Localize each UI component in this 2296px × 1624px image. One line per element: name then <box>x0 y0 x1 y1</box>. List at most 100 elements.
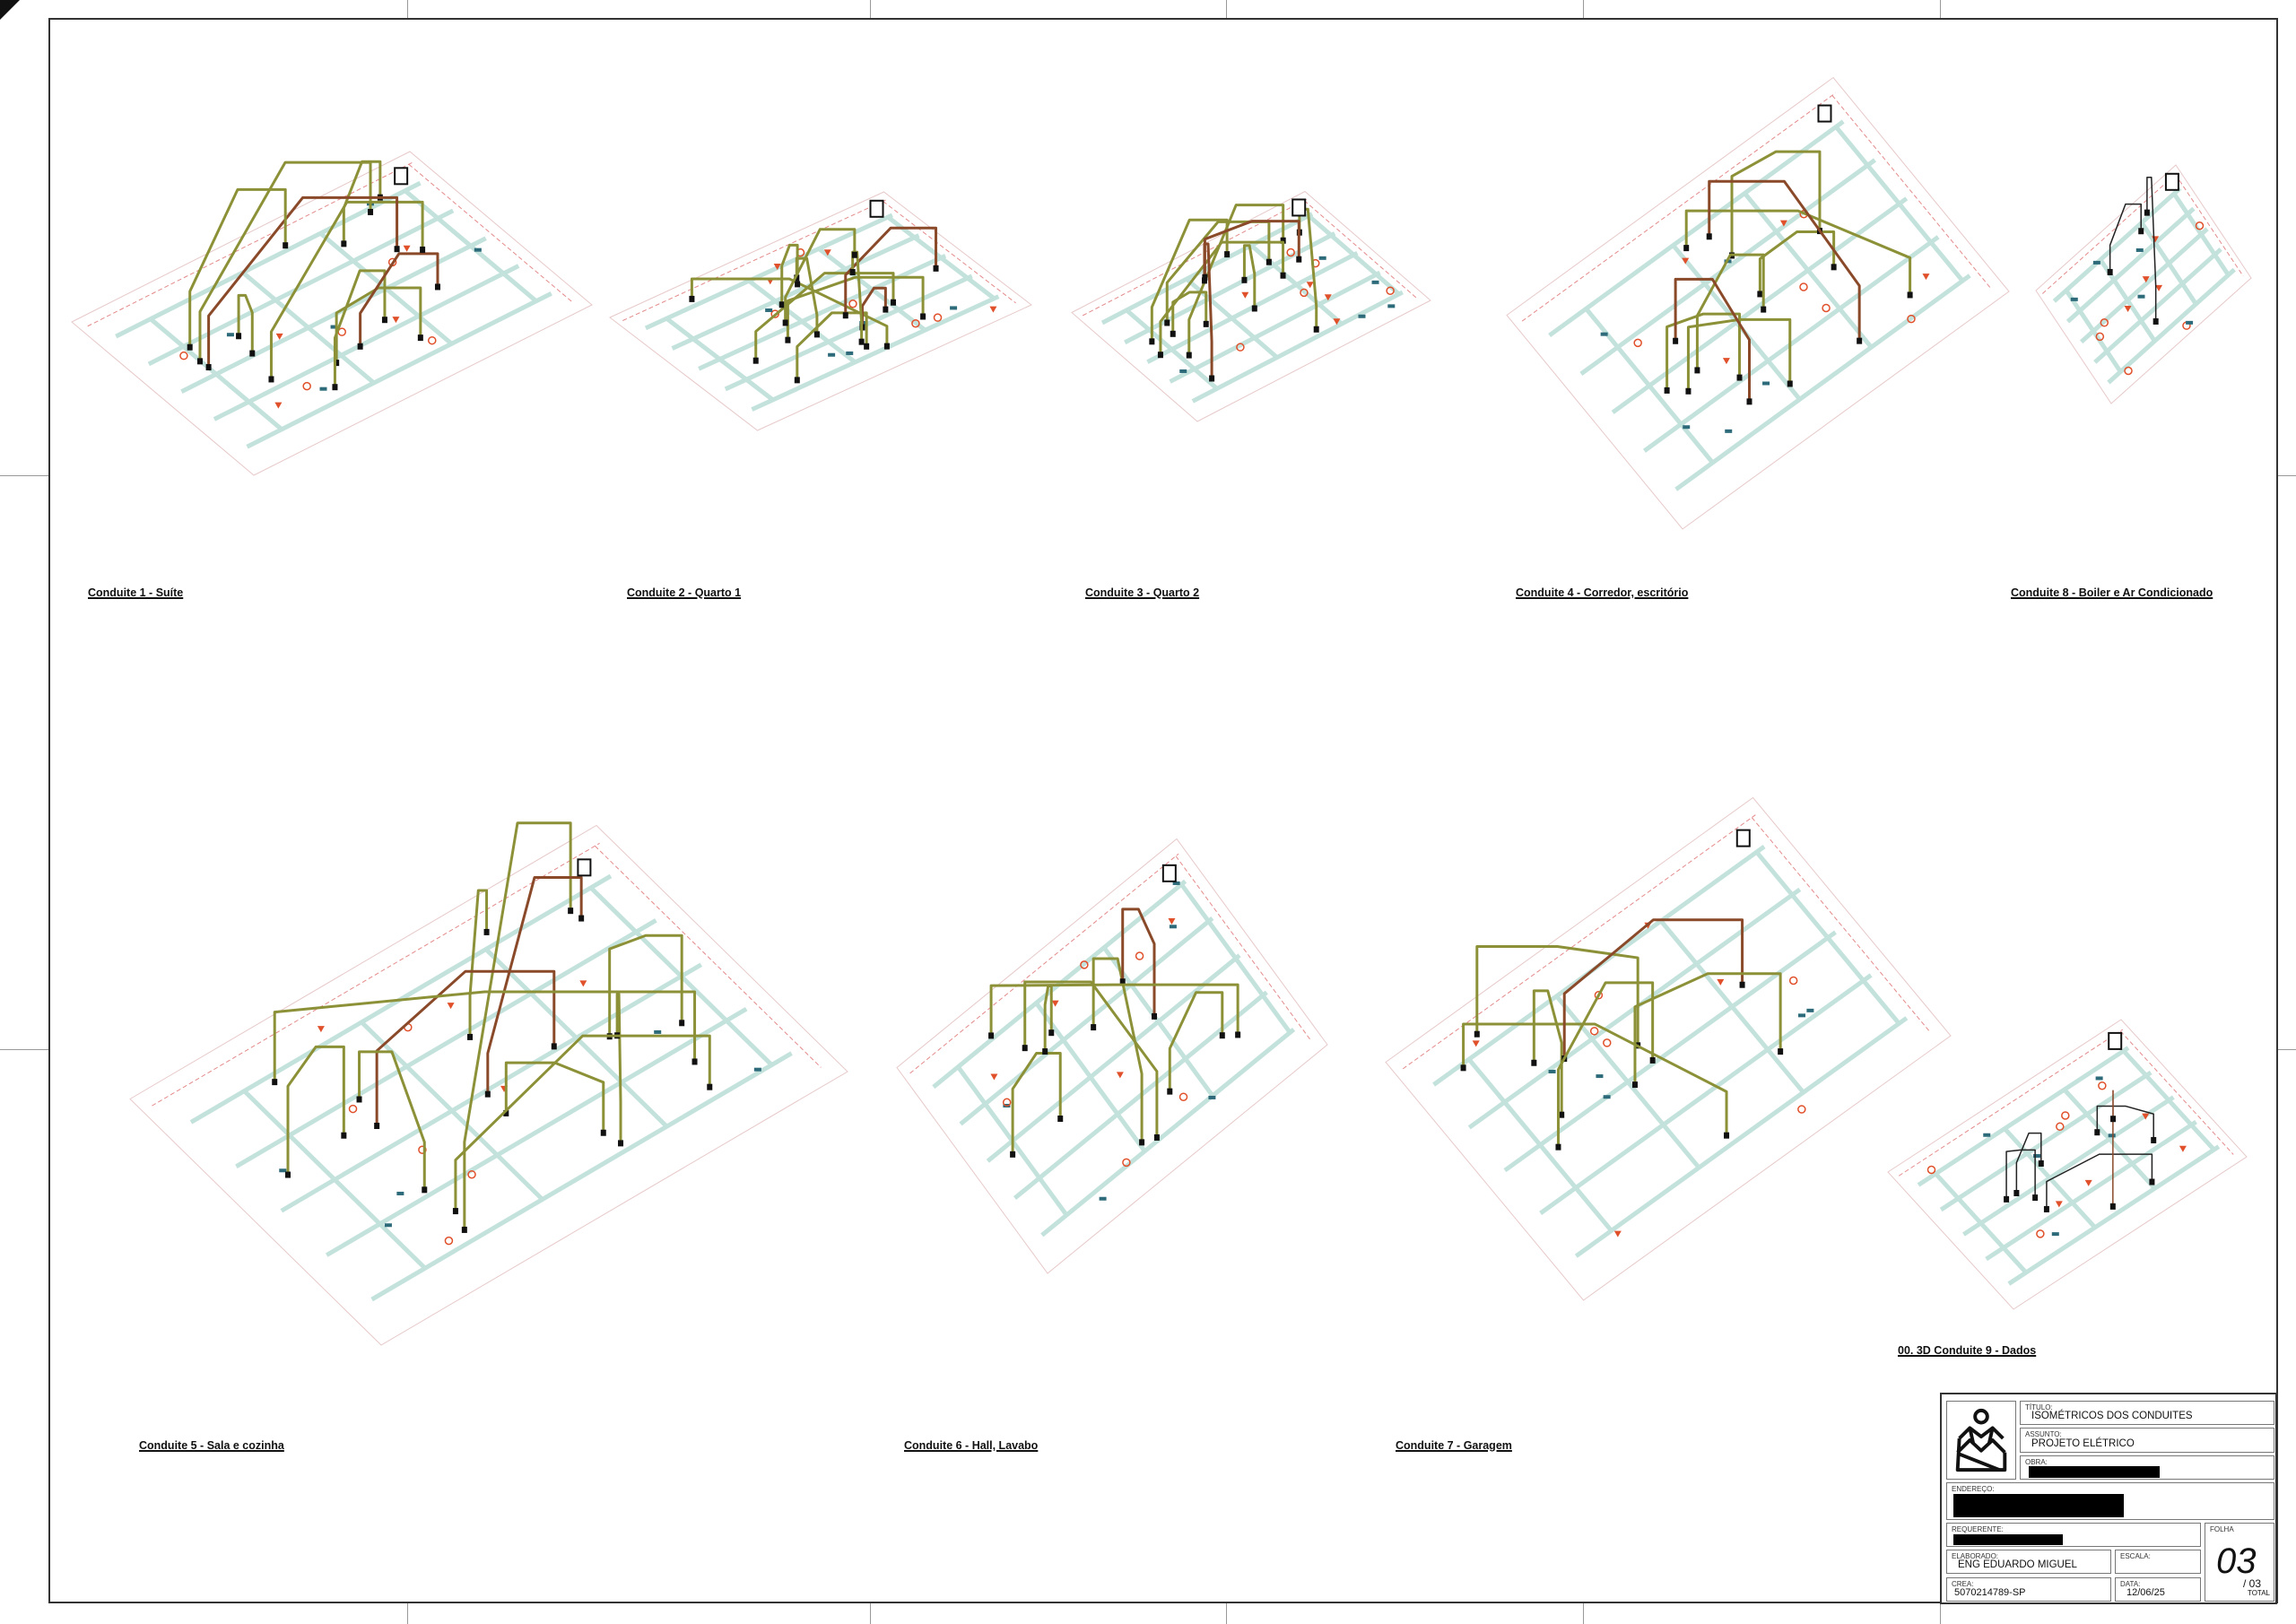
wall <box>1962 1095 2175 1237</box>
wall <box>1579 158 1876 376</box>
conduit-pipe <box>273 990 697 1083</box>
junction-box <box>1907 291 1913 299</box>
junction-box <box>1739 981 1745 988</box>
beam-line <box>2041 172 2178 294</box>
junction-box <box>858 338 865 345</box>
outlet-symbol <box>1633 338 1642 348</box>
conduit-runs <box>1664 104 1913 405</box>
logo-cell <box>1946 1401 2016 1480</box>
junction-box <box>1694 367 1700 374</box>
wall <box>2171 192 2231 277</box>
junction-box <box>1203 320 1209 327</box>
caption-conduite-1: Conduite 1 - Suíte <box>88 586 184 599</box>
wall <box>1100 212 1314 326</box>
conduit-pipe <box>2109 203 2142 273</box>
outlet-symbol <box>2036 1229 2045 1238</box>
wall <box>1034 1002 1147 1153</box>
switch-symbol <box>474 248 482 252</box>
wall <box>1503 930 1837 1173</box>
folha-label: FOLHA <box>2210 1525 2234 1533</box>
junction-box <box>1724 1132 1730 1139</box>
isometric-drawing-conduite-8 <box>2035 152 2252 404</box>
caption-conduite-6: Conduite 6 - Hall, Lavabo <box>904 1439 1039 1452</box>
conduit-runs <box>689 199 939 384</box>
light-symbol <box>1717 978 1725 986</box>
conduit-pipe <box>1171 291 1208 334</box>
conduit-runs <box>2107 172 2179 325</box>
wall <box>2079 227 2209 344</box>
wall <box>1917 1046 2130 1187</box>
outlet-symbol <box>911 318 920 328</box>
switch-symbol <box>1806 1008 1814 1012</box>
caption-conduite-5: Conduite 5 - Sala e cozinha <box>139 1439 284 1452</box>
floor-plan <box>609 191 1032 431</box>
junction-box <box>1022 1045 1028 1052</box>
light-symbol <box>1168 917 1176 925</box>
caption-conduite-7: Conduite 7 - Garagem <box>1396 1439 1512 1452</box>
beam-line <box>595 846 822 1068</box>
junction-box <box>1167 1088 1173 1095</box>
conduit-pipe <box>1730 150 1822 256</box>
sheet-corner-mark <box>0 0 20 20</box>
junction-box <box>2152 317 2159 325</box>
wall <box>747 279 857 364</box>
junction-box <box>578 915 585 922</box>
distribution-panel <box>2108 1031 2123 1050</box>
floor-plan <box>896 838 1328 1274</box>
junction-box <box>1219 1032 1225 1039</box>
distribution-panel <box>394 167 409 186</box>
endereco-field: ENDEREÇO: <box>1946 1482 2274 1520</box>
light-symbol <box>1722 358 1730 365</box>
outlet-symbol <box>1386 286 1395 296</box>
isometric-drawing-conduite-5 <box>129 798 848 1346</box>
isometric-svg <box>609 191 1032 431</box>
wall <box>1671 243 1802 401</box>
light-symbol <box>1116 1072 1124 1079</box>
conduit-pipe <box>237 293 254 354</box>
conduit-pipe <box>754 272 895 361</box>
conduit-pipe <box>286 1045 345 1176</box>
isometric-svg <box>71 151 593 476</box>
switch-symbol <box>1548 1069 1556 1073</box>
isometric-drawing-conduite-1 <box>71 135 593 476</box>
conduit-pipe <box>342 160 382 245</box>
conduit-pipe <box>358 1050 426 1191</box>
wall <box>1611 196 1909 414</box>
beam-line <box>87 161 413 327</box>
wall <box>1466 1057 1613 1233</box>
wall <box>1834 125 1965 282</box>
endereco-label: ENDEREÇO: <box>1952 1485 1995 1493</box>
switch-symbol <box>765 308 773 312</box>
junction-box <box>461 1226 467 1233</box>
floor-plan <box>2035 164 2252 404</box>
outlet-symbol <box>1122 1158 1131 1168</box>
junction-box <box>381 317 387 324</box>
wall <box>724 274 973 392</box>
junction-box <box>1474 1030 1480 1038</box>
conduit-runs <box>988 864 1241 1158</box>
outlet-symbol <box>418 1145 427 1155</box>
conduit-pipe <box>796 311 868 381</box>
switch-symbol <box>1099 1196 1107 1201</box>
conduit-pipe <box>795 256 819 335</box>
outlet-symbol <box>2124 366 2133 376</box>
junction-box <box>795 281 801 288</box>
light-symbol <box>1472 1040 1480 1047</box>
conduit-pipe <box>1168 991 1224 1092</box>
switch-symbol <box>1725 429 1733 433</box>
conduit-pipe <box>1011 1052 1062 1155</box>
junction-box <box>679 1020 685 1027</box>
floor-plan <box>1071 190 1431 422</box>
conduit-pipe <box>1462 1022 1728 1136</box>
wall <box>1574 1016 1909 1258</box>
light-symbol <box>2124 306 2132 313</box>
switch-symbol <box>330 325 338 329</box>
junction-box <box>813 331 820 338</box>
company-logo <box>1955 1408 2007 1472</box>
conduit-pipe <box>2046 1153 2153 1210</box>
isometric-drawing-conduite-3 <box>1071 179 1431 422</box>
redacted-endereco <box>1953 1494 2124 1517</box>
conduit-pipe <box>1674 277 1752 403</box>
junction-box <box>272 1079 278 1086</box>
junction-box <box>920 313 926 320</box>
